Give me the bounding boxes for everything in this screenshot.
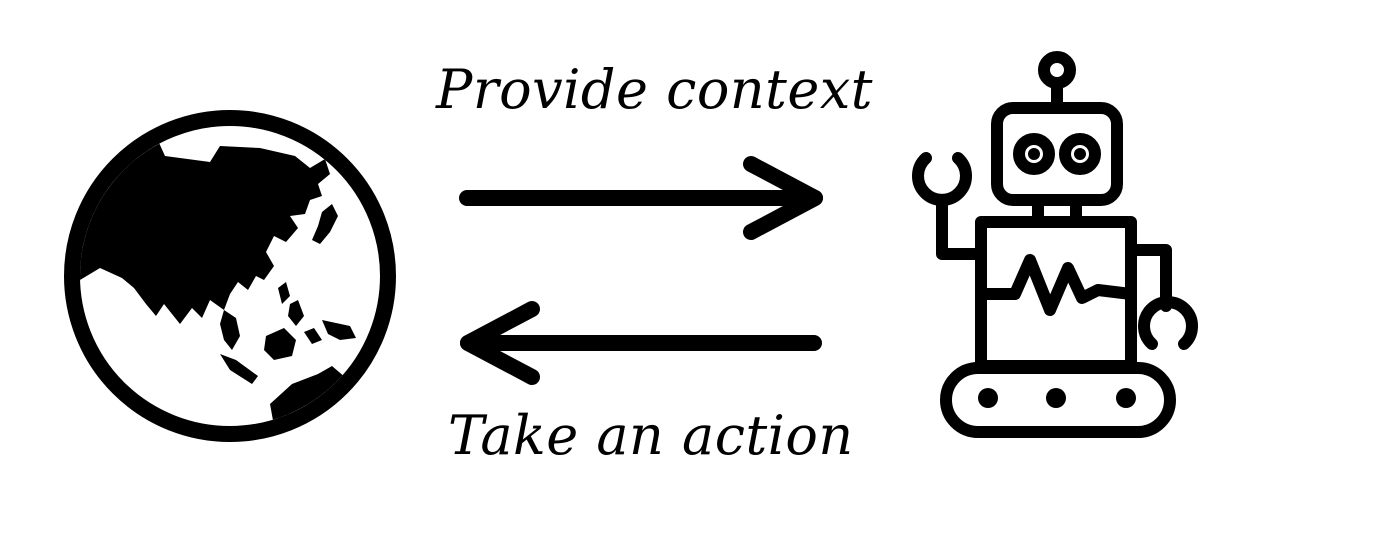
left-arrow bbox=[460, 301, 822, 385]
take-an-action-label: Take an action bbox=[448, 404, 854, 467]
robot-icon bbox=[912, 51, 1198, 438]
provide-context-label: Provide context bbox=[436, 58, 873, 121]
globe-icon bbox=[64, 110, 396, 442]
right-arrow bbox=[459, 156, 823, 240]
